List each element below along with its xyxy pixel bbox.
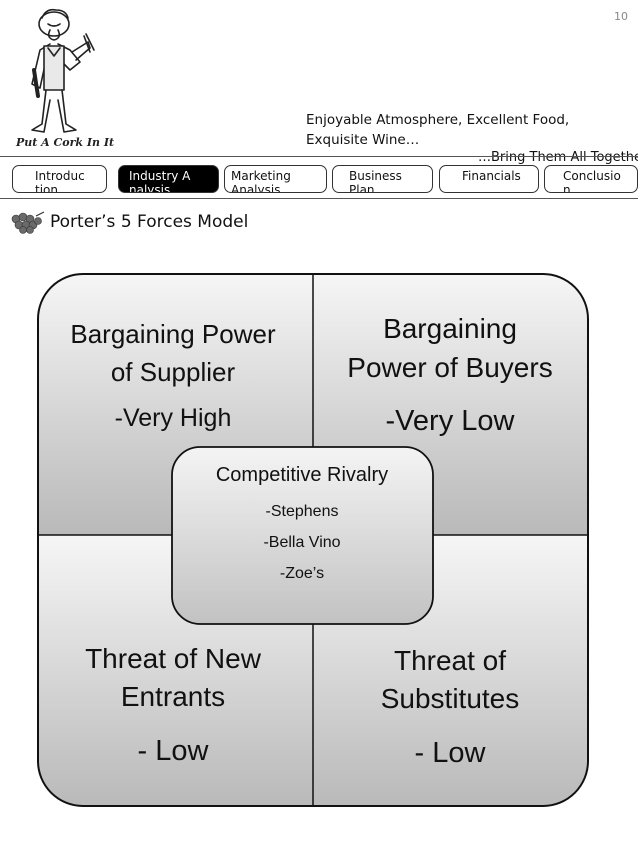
section-title: Porter’s 5 Forces Model [8, 208, 248, 236]
tagline: Enjoyable Atmosphere, Excellent Food, Ex… [306, 110, 626, 150]
nav-financials-button[interactable]: Financials [439, 165, 539, 193]
porters-five-forces-diagram: Bargaining Power of Supplier -Very High … [37, 273, 589, 807]
logo-text: Put A Cork In It [16, 136, 115, 149]
tagline-line-3: …Bring Them All Together [478, 150, 638, 165]
top-left-value: -Very High [115, 404, 232, 432]
section-title-text: Porter’s 5 Forces Model [50, 212, 249, 232]
top-right-title-line-2: Power of Buyers [347, 352, 552, 383]
nav-marketing-analysis-label: Marketing Analysis [231, 169, 291, 193]
nav-marketing-analysis-button[interactable]: Marketing Analysis [224, 165, 327, 193]
nav-financials-label: Financials [462, 169, 521, 183]
top-left-title-line-1: Bargaining Power [70, 319, 276, 349]
nav-industry-analysis-label: Industry Analysis [129, 169, 191, 193]
center-item-bella-vino: -Bella Vino [263, 534, 340, 551]
bottom-right-title-line-1: Threat of [394, 645, 506, 676]
top-right-value: -Very Low [386, 405, 516, 437]
bottom-right-title-line-2: Substitutes [381, 683, 520, 714]
bottom-left-title-line-2: Entrants [121, 681, 225, 712]
outer-border [37, 273, 589, 807]
nav-conclusion-label: Conclusion [563, 169, 621, 193]
top-left-title-line-2: of Supplier [111, 357, 236, 387]
nav-introduction-button[interactable]: Introduction [12, 165, 107, 193]
nav-top-rule [0, 156, 638, 157]
nav-business-plan-label: Business Plan [349, 169, 402, 193]
nav-bottom-rule [0, 198, 638, 199]
bottom-right-value: - Low [415, 737, 487, 769]
center-item-zoes: -Zoe’s [280, 565, 324, 582]
top-right-title-line-1: Bargaining [383, 313, 517, 344]
nav-industry-analysis-button[interactable]: Industry Analysis [118, 165, 219, 193]
bottom-left-title-line-1: Threat of New [85, 643, 262, 674]
nav-conclusion-button[interactable]: Conclusion [544, 165, 638, 193]
navigation-bar: Introduction Industry Analysis Marketing… [0, 163, 638, 203]
center-box [171, 446, 434, 625]
waiter-logo-icon [31, 8, 95, 133]
tagline-line-2: Exquisite Wine… [306, 132, 420, 148]
tagline-line-1: Enjoyable Atmosphere, Excellent Food, [306, 112, 570, 128]
center-item-stephens: -Stephens [266, 503, 339, 520]
grapes-icon [11, 211, 45, 234]
nav-business-plan-button[interactable]: Business Plan [332, 165, 433, 193]
bottom-left-value: - Low [138, 735, 210, 767]
page-number: 10 [614, 10, 628, 23]
center-title: Competitive Rivalry [216, 464, 388, 486]
nav-introduction-label: Introduction [35, 169, 85, 193]
